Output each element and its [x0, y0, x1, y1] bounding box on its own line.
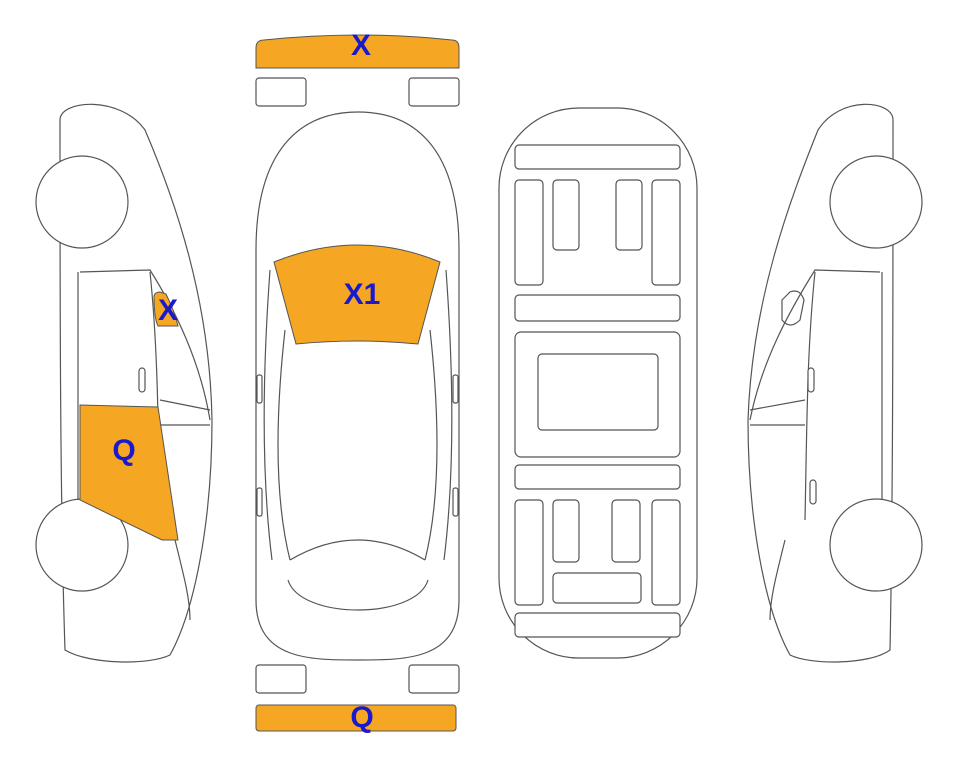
front-left-headlight[interactable]	[255, 77, 307, 107]
front-bumper-label: X	[351, 29, 371, 62]
windshield-label: X1	[344, 278, 381, 311]
car-left-side-view: X Q	[35, 103, 213, 663]
right-front-wheel[interactable]	[829, 155, 923, 249]
rear-bumper-label: Q	[350, 701, 373, 734]
left-rear-door-damage	[79, 404, 179, 541]
left-rear-door[interactable]: Q	[79, 404, 179, 541]
rear-right-taillight[interactable]	[408, 664, 460, 694]
left-rear-door-label: Q	[112, 434, 135, 467]
windshield[interactable]: X1	[273, 244, 441, 345]
rear-bumper-damage	[255, 704, 457, 732]
car-right-side-view	[747, 103, 923, 663]
front-right-headlight[interactable]	[408, 77, 460, 107]
underbody-center-panel	[537, 353, 659, 431]
rear-bumper[interactable]: Q	[255, 701, 457, 734]
windshield-damage	[273, 244, 441, 345]
car-top-view: X1	[255, 111, 460, 661]
car-top-body	[255, 111, 460, 661]
rear-left-taillight[interactable]	[255, 664, 307, 694]
front-bumper[interactable]: X	[255, 29, 460, 69]
left-front-window[interactable]: X	[153, 291, 179, 327]
car-underbody-view	[498, 107, 698, 659]
left-front-window-damage	[153, 291, 179, 327]
left-front-wheel[interactable]	[35, 155, 129, 249]
front-bumper-damage	[255, 34, 460, 69]
left-front-window-label: X	[158, 294, 178, 327]
right-rear-wheel[interactable]	[829, 498, 923, 592]
